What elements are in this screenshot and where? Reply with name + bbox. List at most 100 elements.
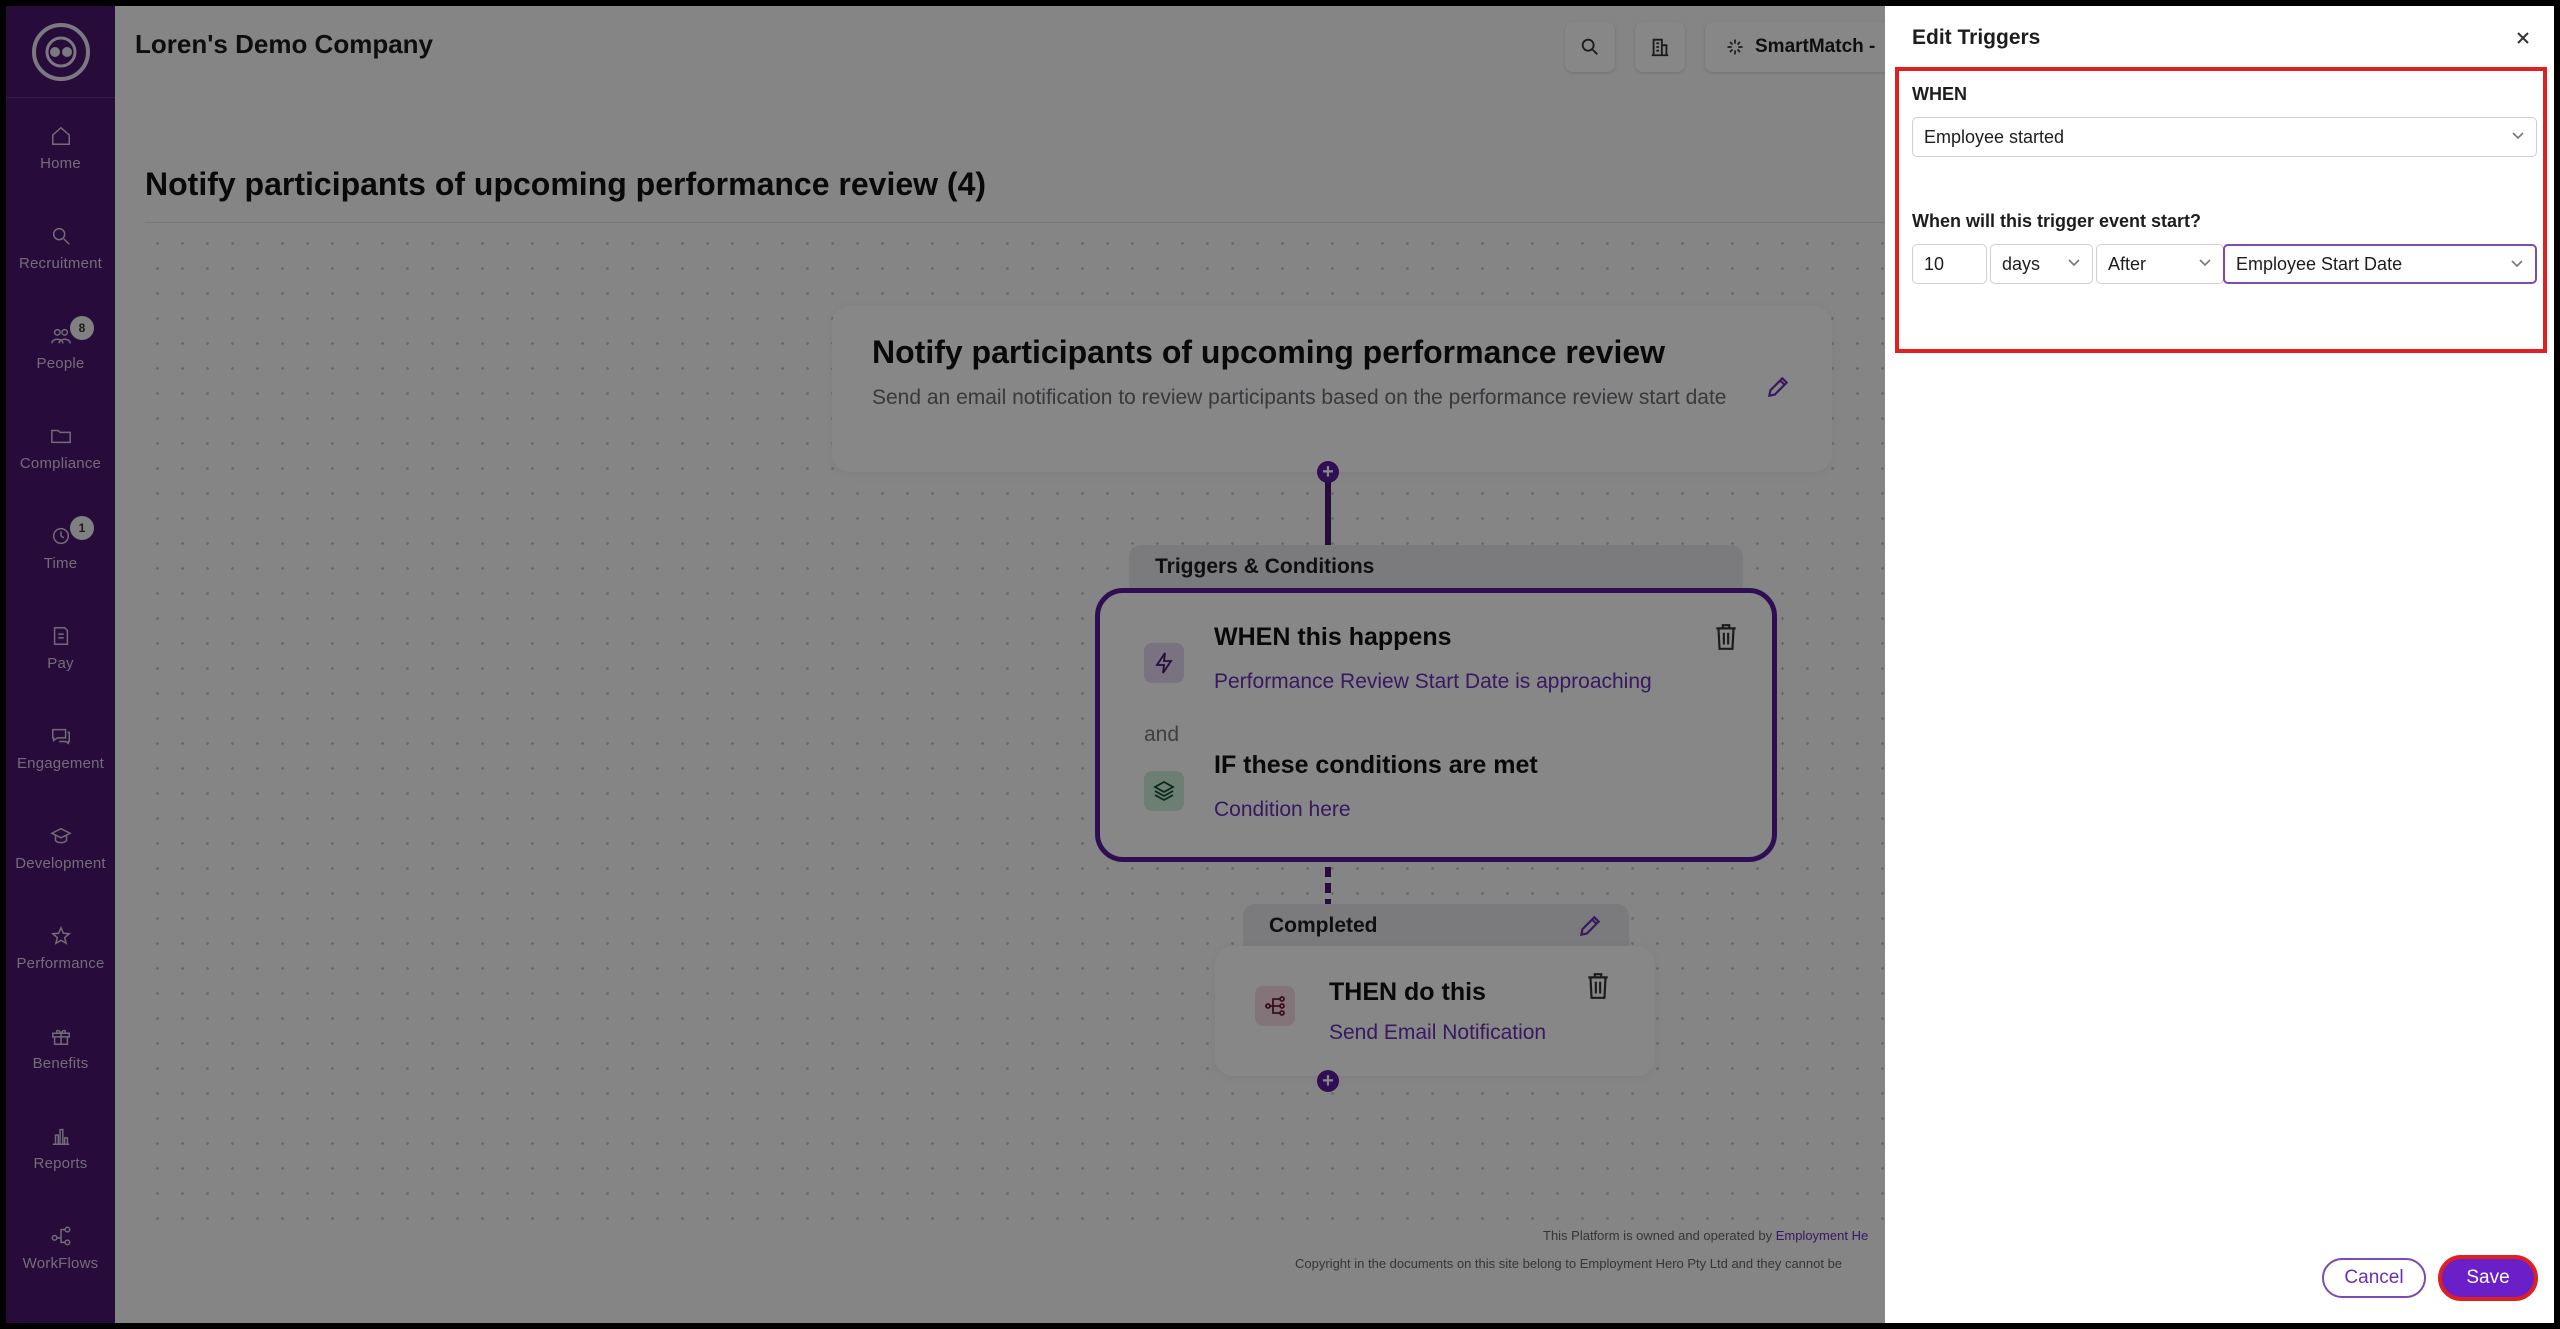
top-actions: SmartMatch - — [1565, 22, 1896, 72]
chevron-down-icon — [2512, 132, 2524, 140]
search-button[interactable] — [1565, 22, 1615, 72]
sidebar-item-label: Reports — [33, 1154, 88, 1172]
gift-icon — [51, 1029, 70, 1045]
smartmatch-button[interactable]: SmartMatch - — [1705, 22, 1896, 72]
drawer-title: Edit Triggers — [1912, 26, 2041, 49]
sidebar-item-compliance[interactable]: Compliance — [6, 398, 115, 498]
logo[interactable] — [6, 6, 115, 98]
when-select[interactable]: Employee started — [1912, 117, 2537, 157]
chevron-down-icon — [2068, 259, 2080, 267]
notification-badge: 8 — [70, 316, 94, 340]
chat-icon — [51, 728, 70, 745]
sidebar-item-engagement[interactable]: Engagement — [6, 698, 115, 798]
connector-line — [1325, 482, 1331, 546]
highlight-box — [1895, 67, 2547, 353]
employment-hero-link[interactable]: Employment He — [1775, 1228, 1869, 1243]
divider — [145, 222, 1885, 223]
send-email-link[interactable]: Send Email Notification — [1329, 1021, 1547, 1044]
delete-trash-icon[interactable] — [1585, 972, 1611, 1000]
layers-icon — [1144, 771, 1184, 811]
sidebar-item-label: Pay — [47, 654, 74, 672]
sidebar-item-reports[interactable]: Reports — [6, 1098, 115, 1198]
add-step-plus-icon[interactable]: + — [1317, 461, 1339, 483]
sidebar-item-people[interactable]: People 8 — [6, 298, 115, 398]
sidebar-item-pay[interactable]: Pay — [6, 598, 115, 698]
workflow-branch-icon — [1255, 986, 1295, 1026]
amount-input[interactable]: 10 — [1912, 244, 1987, 284]
top-bar: Loren's Demo Company — [115, 6, 1885, 82]
then-row[interactable]: THEN do this Send Email Notification — [1255, 946, 1546, 1045]
sidebar-item-label: Compliance — [19, 454, 102, 472]
reference-date-select[interactable]: Employee Start Date — [2223, 244, 2537, 284]
workflow-description: Send an email notification to review par… — [872, 386, 1727, 409]
sidebar-item-home[interactable]: Home — [6, 98, 115, 198]
footer-copyright: Copyright in the documents on this site … — [1295, 1256, 1843, 1271]
when-heading: WHEN this happens — [1214, 623, 1452, 651]
unit-select[interactable]: days — [1990, 244, 2093, 284]
organisation-button[interactable] — [1635, 22, 1685, 72]
sidebar-item-label: Development — [15, 854, 106, 872]
sidebar-item-performance[interactable]: Performance — [6, 898, 115, 998]
sidebar-item-label: Time — [43, 554, 78, 572]
condition-link[interactable]: Condition here — [1214, 798, 1351, 821]
footer-ownership-text: This Platform is owned and operated by — [1543, 1228, 1773, 1243]
sidebar-item-benefits[interactable]: Benefits — [6, 998, 115, 1098]
if-row[interactable]: IF these conditions are met Condition he… — [1144, 751, 1538, 822]
add-step-plus-icon[interactable]: + — [1317, 1070, 1339, 1092]
sidebar-item-label: Home — [40, 154, 81, 172]
bar-chart-icon — [52, 1128, 69, 1145]
sidebar-item-label: WorkFlows — [22, 1254, 99, 1272]
completed-header: Completed — [1243, 904, 1629, 948]
edit-pencil-icon[interactable] — [1577, 913, 1603, 939]
edit-triggers-drawer: Edit Triggers WHEN Employee started When… — [1885, 6, 2554, 1323]
unit-value: days — [2002, 253, 2041, 274]
triggers-conditions-header: Triggers & Conditions — [1129, 545, 1743, 589]
relation-select[interactable]: After — [2096, 244, 2224, 284]
completed-label: Completed — [1269, 914, 1378, 937]
reference-value: Employee Start Date — [2236, 253, 2403, 274]
app-frame: Home Recruitment People 8 Compliance Tim… — [6, 6, 2554, 1323]
folder-icon — [50, 429, 71, 443]
save-button[interactable]: Save — [2438, 1255, 2538, 1301]
main-content: Loren's Demo Company SmartMatch - Notify… — [115, 6, 1896, 1323]
payslip-icon — [53, 626, 68, 645]
sidebar-item-recruitment[interactable]: Recruitment — [6, 198, 115, 298]
sidebar-item-label: Engagement — [16, 754, 105, 772]
sidebar-item-workflows[interactable]: WorkFlows — [6, 1198, 115, 1298]
sidebar-item-label: People — [36, 354, 85, 372]
chevron-down-icon — [2199, 259, 2211, 267]
sidebar-item-time[interactable]: Time 1 — [6, 498, 115, 598]
when-select-value: Employee started — [1924, 126, 2065, 147]
trigger-start-label: When will this trigger event start? — [1912, 211, 2202, 231]
smartmatch-label: SmartMatch - — [1755, 36, 1876, 57]
notification-badge: 1 — [70, 516, 94, 540]
relation-value: After — [2108, 253, 2147, 274]
when-trigger-link[interactable]: Performance Review Start Date is approac… — [1214, 670, 1652, 693]
close-icon[interactable] — [2513, 28, 2533, 48]
logo-icon — [31, 22, 90, 81]
then-heading: THEN do this — [1329, 978, 1486, 1006]
delete-trash-icon[interactable] — [1713, 623, 1739, 651]
home-icon — [51, 126, 70, 145]
triggers-conditions-card[interactable]: WHEN this happens Performance Review Sta… — [1095, 588, 1777, 862]
clock-icon — [52, 527, 69, 544]
search-icon — [1581, 38, 1598, 55]
and-label: and — [1144, 723, 1180, 746]
sparkle-icon — [1727, 39, 1743, 55]
edit-pencil-icon[interactable] — [1765, 374, 1791, 400]
footer-ownership: This Platform is owned and operated by E… — [1543, 1228, 1868, 1243]
modal-overlay[interactable] — [6, 6, 1885, 1323]
amount-value: 10 — [1924, 253, 1945, 274]
building-icon — [1651, 38, 1669, 57]
cancel-button[interactable]: Cancel — [2322, 1258, 2426, 1298]
sidebar-item-development[interactable]: Development — [6, 798, 115, 898]
workflow-summary-card[interactable]: Notify participants of upcoming performa… — [832, 306, 1832, 472]
when-row[interactable]: WHEN this happens Performance Review Sta… — [1144, 623, 1652, 694]
then-card[interactable]: THEN do this Send Email Notification — [1215, 946, 1655, 1076]
workflow-icon — [51, 1226, 70, 1245]
star-icon — [50, 925, 71, 945]
magnifier-icon — [52, 227, 70, 245]
sidebar-item-label: Benefits — [32, 1054, 89, 1072]
sidebar-item-label: Recruitment — [18, 254, 103, 272]
connector-line — [1325, 867, 1331, 905]
